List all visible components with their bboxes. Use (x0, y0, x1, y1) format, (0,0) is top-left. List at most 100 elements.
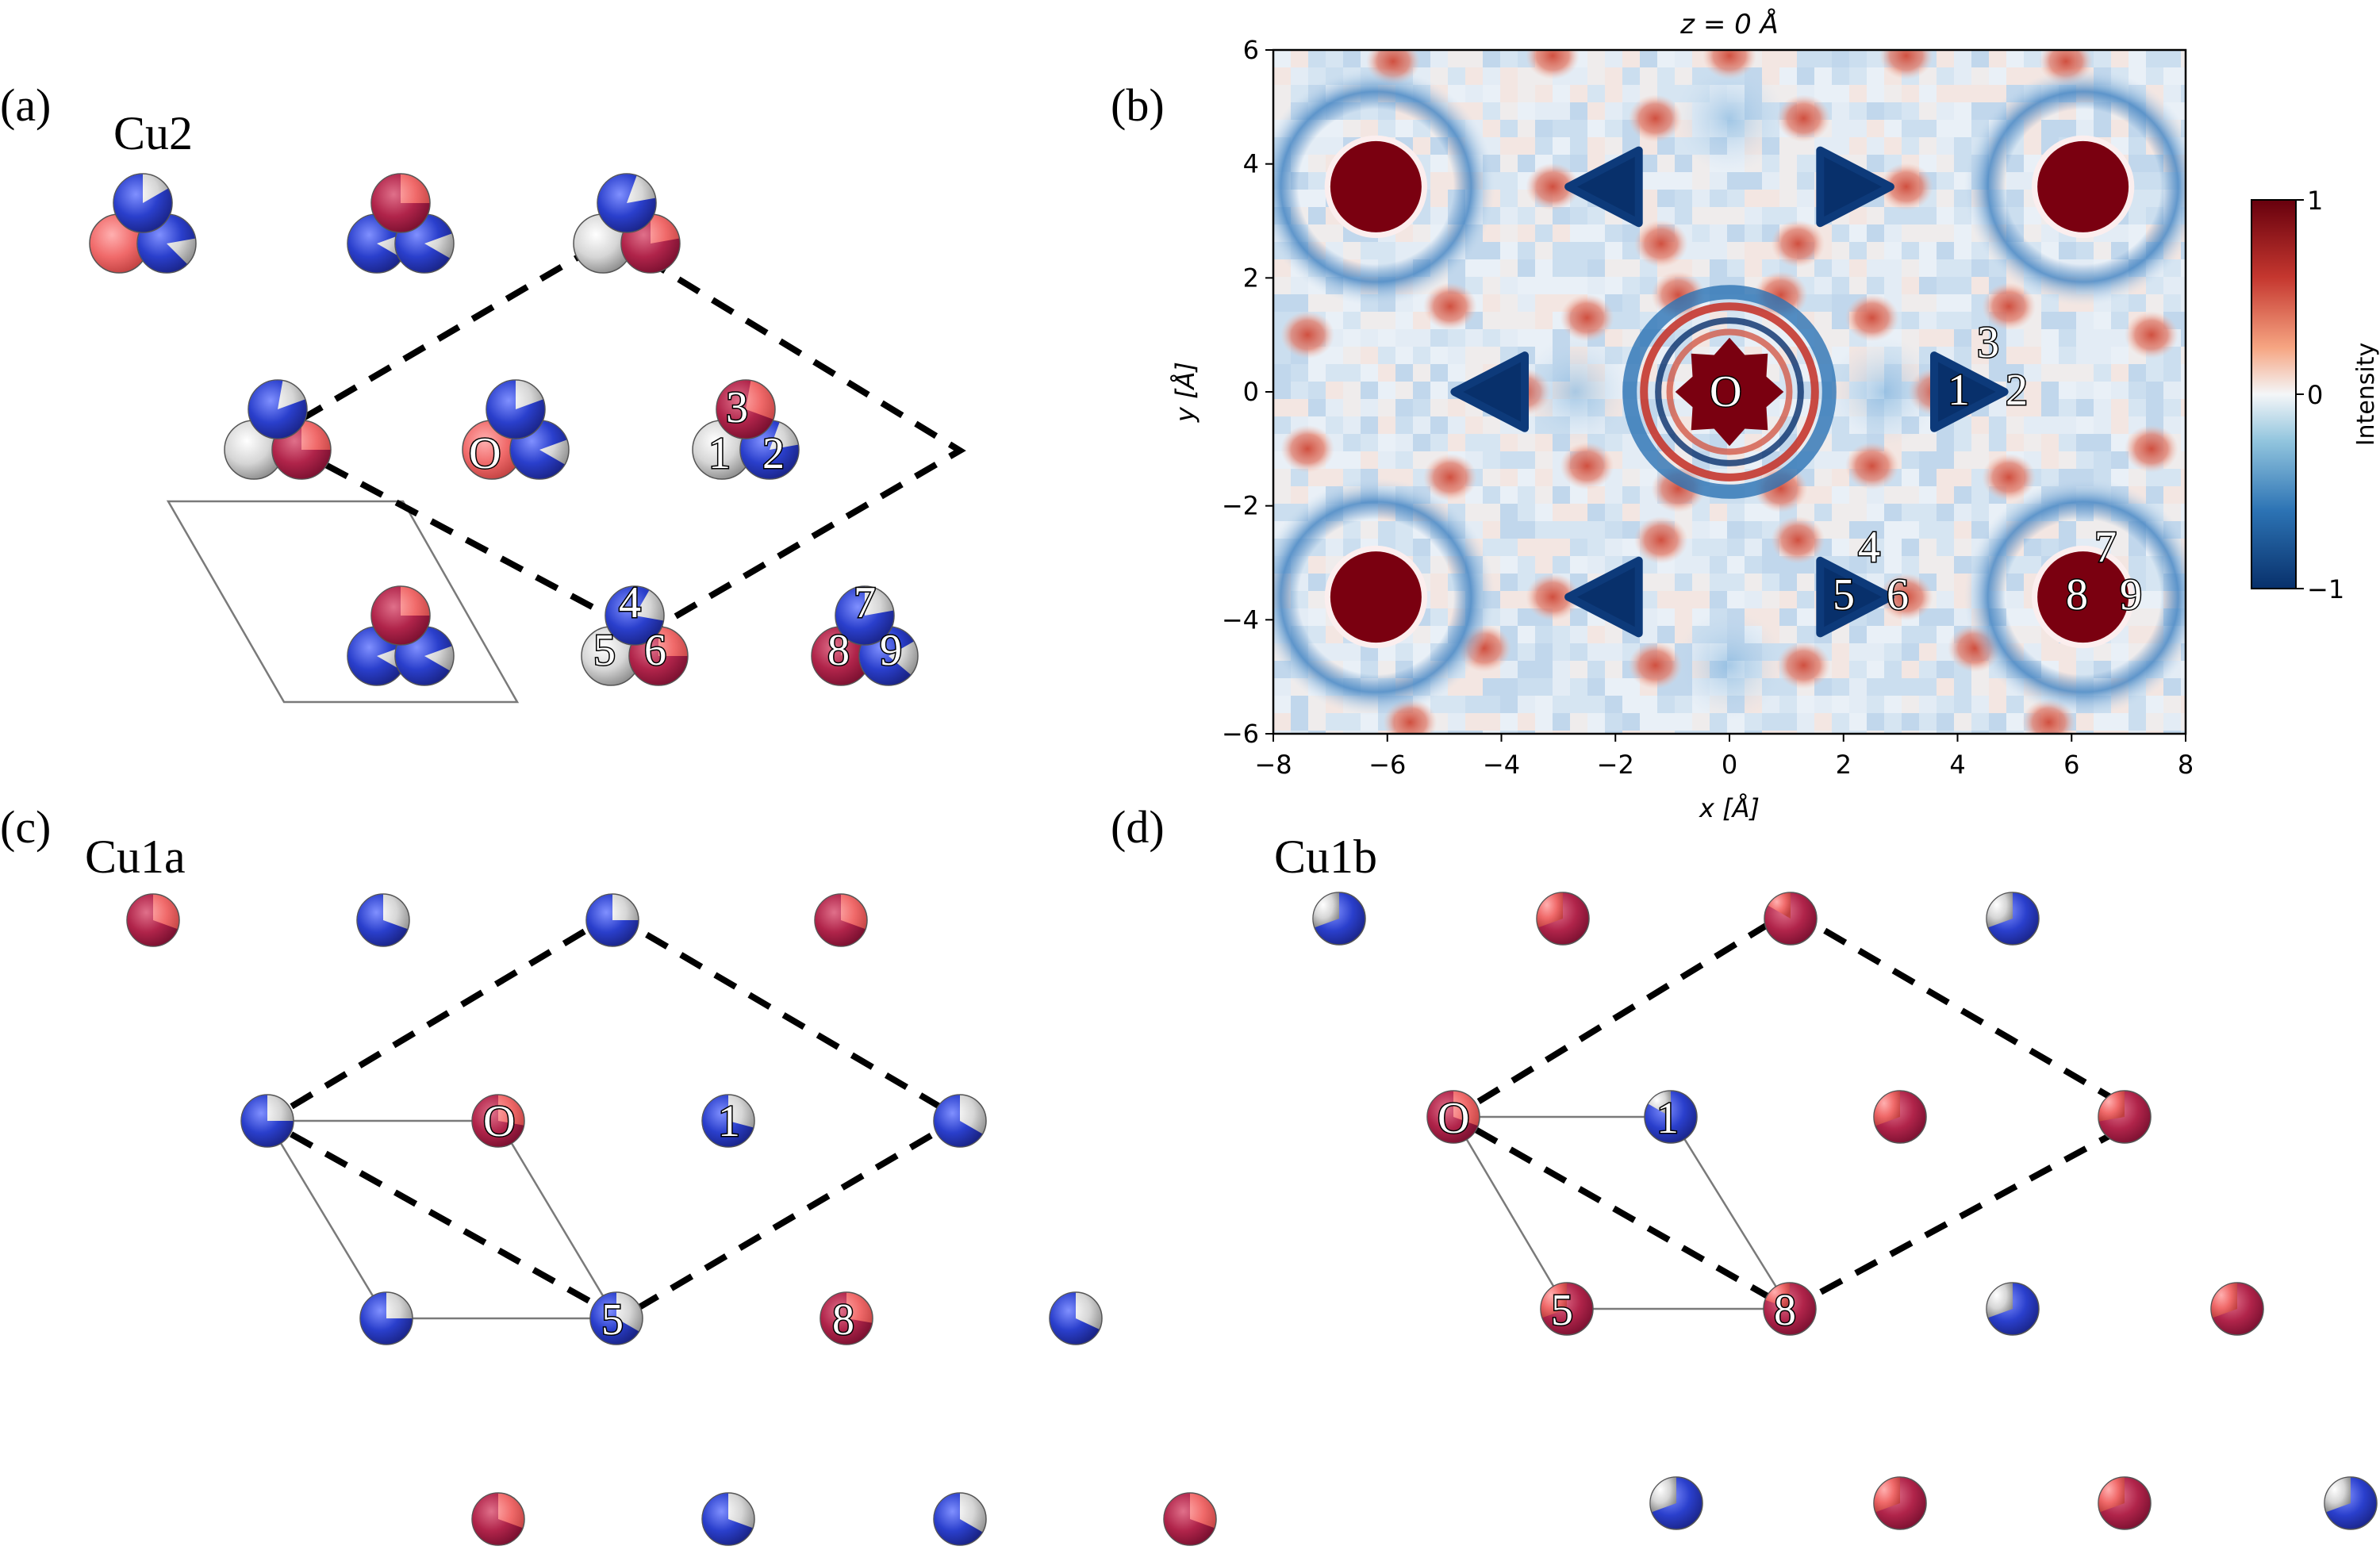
heatmap-texture-cell (1570, 521, 1587, 539)
heatmap-texture-cell (1483, 713, 1500, 731)
heatmap-texture-cell (1797, 190, 1814, 207)
heatmap-texture-cell (1849, 626, 1867, 643)
heatmap-texture-cell (1570, 713, 1587, 731)
heatmap-texture-cell (2146, 713, 2163, 731)
heatmap-texture-cell (1605, 696, 1622, 713)
heatmap-texture-cell (1937, 137, 1954, 155)
heatmap-texture-cell (1954, 416, 1971, 434)
heatmap-texture-cell (2163, 277, 2181, 294)
heatmap-texture-cell (1971, 347, 1989, 364)
heatmap-texture-cell (1430, 399, 1448, 416)
heatmap-texture-cell (1378, 382, 1395, 399)
heatmap-texture-cell (1500, 451, 1518, 469)
heatmap-texture-cell (1937, 207, 1954, 224)
heatmap-texture-cell (1675, 172, 1692, 190)
heatmap-texture-cell (1605, 137, 1622, 155)
heatmap-texture-cell (1937, 434, 1954, 451)
heatmap-texture-cell (1343, 312, 1361, 329)
heatmap-texture-cell (1867, 504, 1884, 521)
heatmap-texture-cell (1902, 312, 1919, 329)
dashed-supercell (1447, 907, 2152, 1313)
heatmap-texture-cell (1919, 678, 1937, 696)
heatmap-texture-cell (1867, 259, 1884, 277)
heatmap-red-lobe (1982, 282, 2036, 331)
heatmap-texture-cell (1954, 137, 1971, 155)
heatmap-texture-cell (1570, 67, 1587, 85)
atom-sphere (1163, 1492, 1217, 1546)
heatmap-texture-cell (1902, 120, 1919, 137)
heatmap-texture-cell (2006, 399, 2024, 416)
heatmap-texture-cell (1937, 661, 1954, 678)
heatmap-texture-cell (1779, 608, 1797, 626)
heatmap-texture-cell (1308, 364, 1326, 382)
heatmap-texture-cell (1902, 242, 1919, 259)
heatmap-texture-cell (1971, 67, 1989, 85)
heatmap-texture-cell (1884, 731, 1902, 734)
heatmap-texture-cell (1902, 486, 1919, 504)
heatmap-texture-cell (1814, 469, 1832, 486)
heatmap-texture-cell (1954, 277, 1971, 294)
heatmap-texture-cell (1657, 67, 1675, 85)
heatmap-texture-cell (1500, 85, 1518, 102)
label-O: O (483, 1097, 515, 1146)
heatmap-texture-cell (1622, 294, 1640, 312)
heatmap-texture-cell (1849, 556, 1867, 574)
site-label-2: 2 (2006, 366, 2028, 415)
heatmap-texture-cell (1535, 329, 1553, 347)
heatmap-texture-cell (1605, 713, 1622, 731)
heatmap-texture-cell (1937, 486, 1954, 504)
heatmap-texture-cell (2181, 399, 2186, 416)
heatmap-texture-cell (2041, 329, 2059, 347)
heatmap-texture-cell (1605, 434, 1622, 451)
heatmap-texture-cell (2041, 399, 2059, 416)
heatmap-texture-cell (1832, 521, 1849, 539)
heatmap-texture-cell (1553, 504, 1570, 521)
heatmap-texture-cell (1937, 190, 1954, 207)
heatmap-texture-cell (1500, 731, 1518, 734)
heatmap-texture-cell (1762, 207, 1779, 224)
heatmap-texture-cell (1413, 399, 1430, 416)
heatmap-texture-cell (1657, 190, 1675, 207)
heatmap-texture-cell (1518, 67, 1535, 85)
heatmap-texture-cell (1675, 207, 1692, 224)
colorbar-tick-minus1: −1 (2307, 574, 2344, 604)
heatmap-texture-cell (1832, 312, 1849, 329)
heatmap-texture-cell (1849, 643, 1867, 661)
heatmap-texture-cell (1500, 207, 1518, 224)
heatmap-texture-cell (1971, 50, 1989, 67)
heatmap-texture-cell (1570, 626, 1587, 643)
heatmap-texture-cell (2111, 50, 2129, 67)
heatmap-texture-cell (1867, 608, 1884, 626)
trimer-cluster (692, 379, 800, 480)
heatmap-texture-cell (1867, 678, 1884, 696)
trimer-cluster (462, 379, 570, 480)
heatmap-red-disc (1330, 551, 1422, 643)
heatmap-texture-cell (1518, 85, 1535, 102)
heatmap-texture-cell (1483, 521, 1500, 539)
atom-sphere (1649, 1476, 1703, 1530)
heatmap-texture-cell (1518, 643, 1535, 661)
heatmap-texture-cell (1745, 731, 1762, 734)
heatmap-texture-cell (1570, 259, 1587, 277)
heatmap-texture-cell (1727, 591, 1745, 608)
heatmap-texture-cell (1727, 224, 1745, 242)
heatmap-texture-cell (1884, 504, 1902, 521)
heatmap-texture-cell (1448, 416, 1465, 434)
heatmap-texture-cell (1867, 224, 1884, 242)
heatmap-texture-cell (1745, 574, 1762, 591)
heatmap-texture-cell (1745, 190, 1762, 207)
heatmap-texture-cell (1902, 539, 1919, 556)
panel-a-title: Cu2 (113, 107, 193, 159)
heatmap-texture-cell (1273, 364, 1291, 382)
heatmap-texture-cell (1832, 731, 1849, 734)
heatmap-texture-cell (1587, 556, 1605, 574)
heatmap-texture-cell (1448, 731, 1465, 734)
heatmap-texture-cell (2076, 329, 2094, 347)
heatmap-texture-cell (1954, 713, 1971, 731)
heatmap-texture-cell (1395, 364, 1413, 382)
panel-c-tag: (c) (0, 801, 51, 853)
heatmap-texture-cell (2006, 713, 2024, 731)
heatmap-texture-cell (1832, 259, 1849, 277)
heatmap-texture-cell (1395, 434, 1413, 451)
heatmap-texture-cell (1971, 329, 1989, 347)
